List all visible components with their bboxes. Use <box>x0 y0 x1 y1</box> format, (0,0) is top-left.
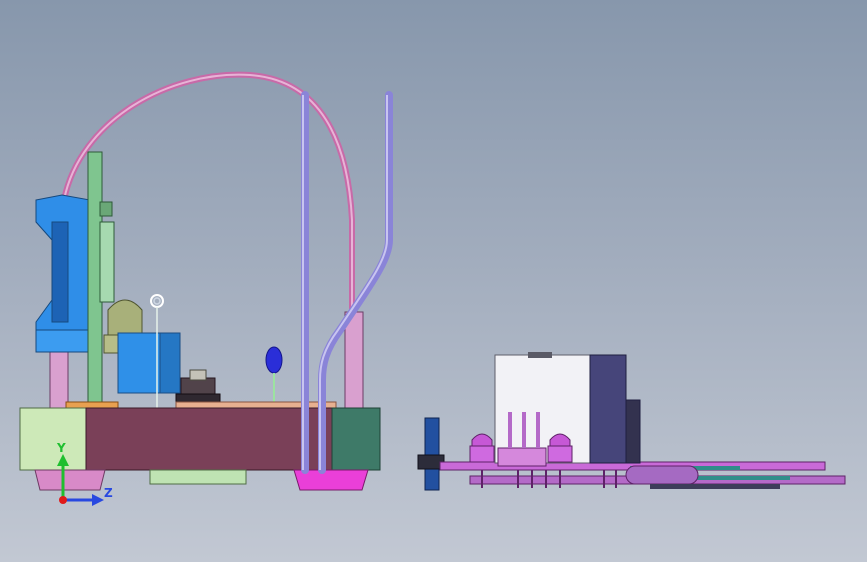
left-post[interactable] <box>49 349 69 411</box>
sensor-drop[interactable] <box>265 346 283 408</box>
fan-icon[interactable] <box>35 194 91 353</box>
pcb-connector <box>99 201 113 217</box>
capacitor-icon[interactable] <box>117 332 181 394</box>
heat-pipe-right[interactable] <box>318 91 393 474</box>
left-foot <box>34 469 106 491</box>
led-left[interactable] <box>469 433 495 463</box>
orange-rail-left <box>65 401 119 409</box>
pin-header-tall[interactable] <box>424 417 440 491</box>
coil-inner <box>153 297 161 305</box>
base-body[interactable] <box>85 407 333 471</box>
right-foot <box>293 469 369 491</box>
bottom-trace <box>650 484 780 489</box>
under-pins <box>481 470 617 488</box>
rounded-cylinder[interactable] <box>625 465 699 485</box>
connector-navy[interactable] <box>589 354 627 464</box>
heat-pipe-right-hl <box>319 95 388 470</box>
axis-triad-icon <box>57 454 104 506</box>
y-axis-label: Y <box>57 441 66 455</box>
center-foot <box>149 469 247 485</box>
arch-pipe-highlight <box>63 73 353 320</box>
base-right-block[interactable] <box>331 407 381 471</box>
coil-top <box>150 294 164 308</box>
right-post[interactable] <box>344 311 364 411</box>
teal-strip-2 <box>690 476 790 480</box>
connector-top-notch <box>528 352 552 358</box>
pin-block[interactable] <box>497 447 547 467</box>
pcb-component-strip <box>99 221 115 303</box>
led-right[interactable] <box>547 433 573 463</box>
z-axis-label: Z <box>104 486 113 500</box>
orange-rail-right <box>175 401 337 409</box>
base-left-block[interactable] <box>19 407 87 471</box>
connector-latch <box>625 399 641 464</box>
